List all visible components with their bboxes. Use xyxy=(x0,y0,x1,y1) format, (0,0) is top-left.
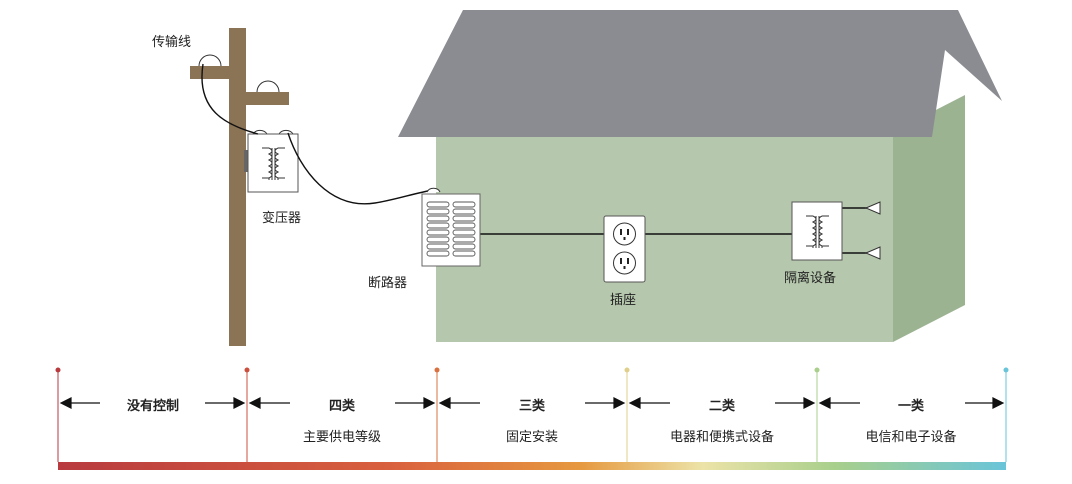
insulator-icon xyxy=(256,80,280,93)
transformer-icon xyxy=(247,129,299,193)
output-plug-icon xyxy=(864,246,881,260)
house-roof xyxy=(398,10,1002,137)
transmission-line-label: 传输线 xyxy=(152,35,192,50)
category-description: 电器和便携式设备 xyxy=(669,430,775,445)
category-gradient-bar xyxy=(58,462,1006,470)
insulator-icon xyxy=(426,187,441,193)
divider-dots xyxy=(55,367,1009,373)
category-title: 一类 xyxy=(897,399,925,414)
house xyxy=(398,10,1002,342)
isolation-transformer-icon xyxy=(791,201,881,261)
breaker-panel-icon xyxy=(421,193,481,267)
range-arrows xyxy=(59,397,1005,409)
category-description: 电信和电子设备 xyxy=(865,430,957,445)
outlet-label: 插座 xyxy=(610,293,637,308)
transformer-label: 变压器 xyxy=(262,211,302,226)
category-description: 固定安装 xyxy=(505,430,559,445)
category-dividers xyxy=(57,370,1007,462)
wires xyxy=(201,63,870,254)
isolation-device-label: 隔离设备 xyxy=(784,271,837,286)
category-title: 四类 xyxy=(328,399,356,414)
house-side-wall xyxy=(893,95,965,342)
utility-pole xyxy=(190,28,289,346)
breaker-label: 断路器 xyxy=(368,276,408,291)
category-description: 主要供电等级 xyxy=(302,430,382,445)
category-title: 二类 xyxy=(708,399,736,414)
insulator-icon xyxy=(198,54,222,67)
outlet-icon xyxy=(603,215,646,283)
category-title: 三类 xyxy=(518,399,546,414)
category-title: 没有控制 xyxy=(126,399,180,414)
output-plug-icon xyxy=(864,201,881,215)
